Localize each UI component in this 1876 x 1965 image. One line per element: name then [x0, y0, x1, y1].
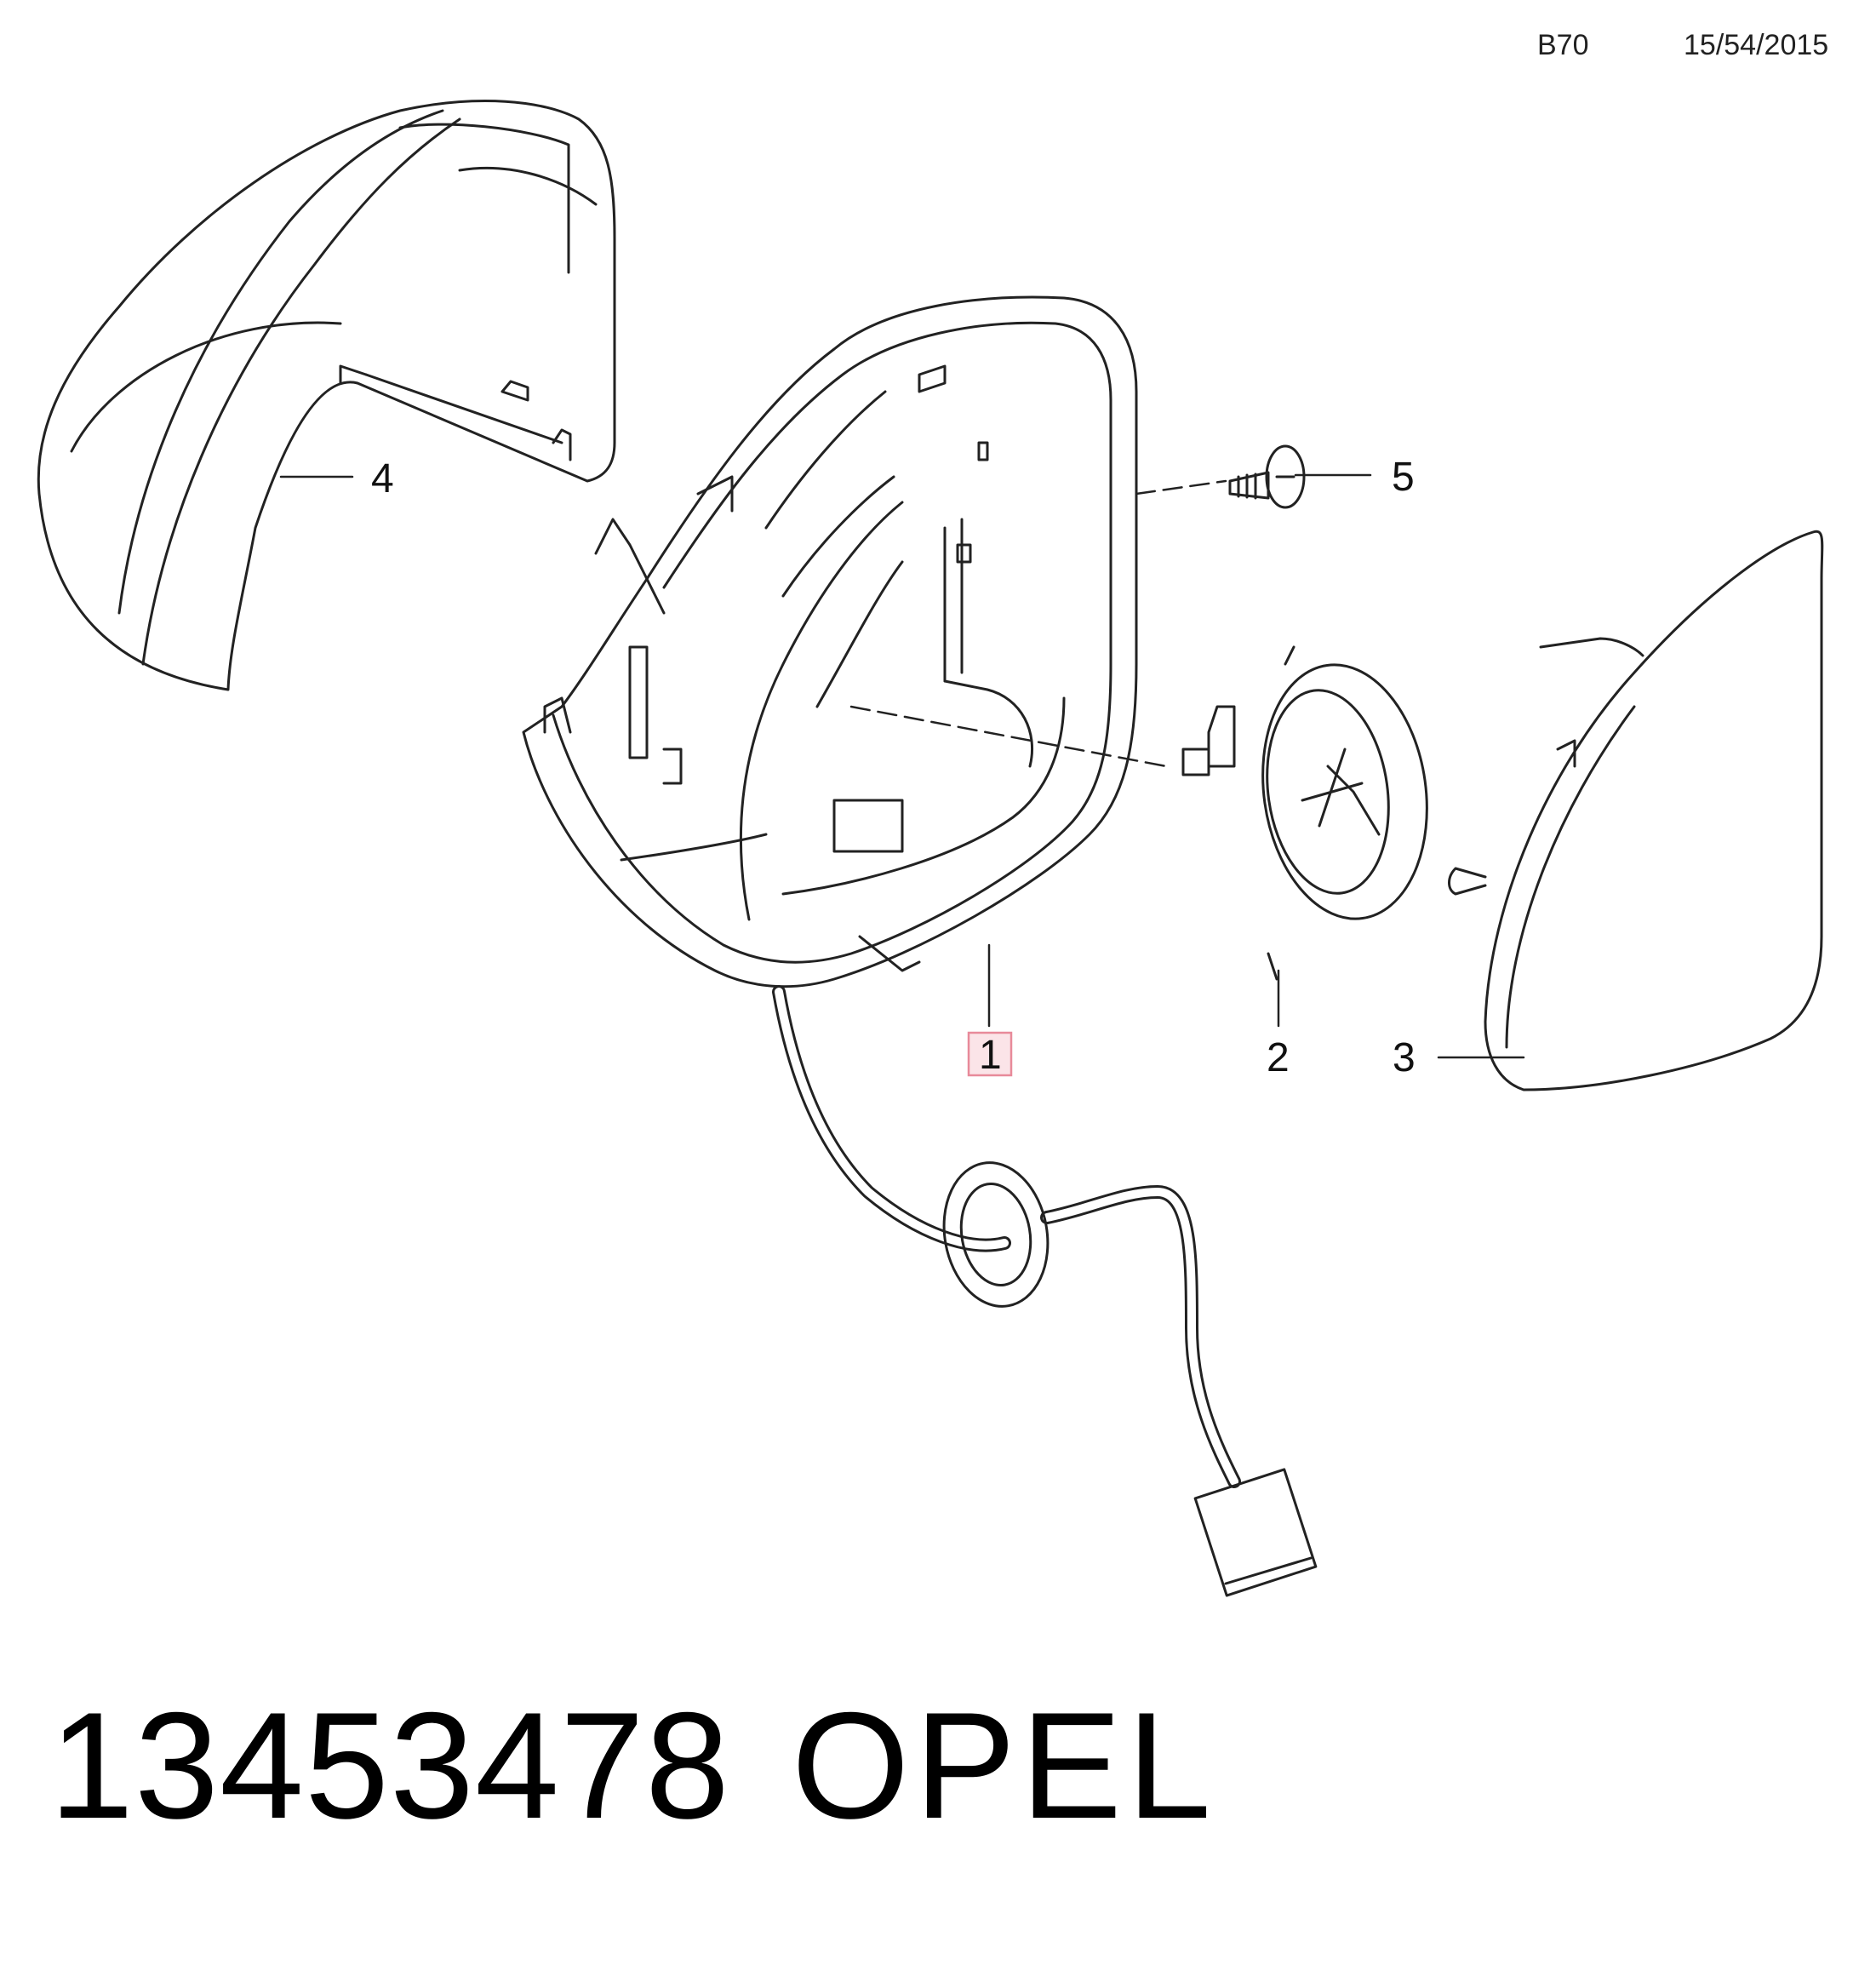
callout-4: 4: [371, 456, 394, 501]
mirror-cover-cap: [37, 100, 616, 691]
mirror-actuator: [1181, 645, 1428, 981]
callout-1-highlight: [967, 1031, 1013, 1077]
brand-name: OPEL: [792, 1681, 1216, 1850]
callout-5: 5: [1392, 455, 1415, 500]
mirror-glass: [1448, 530, 1824, 1091]
diagram-code: B70: [1537, 29, 1589, 61]
diagram-date: 15/54/2015: [1684, 29, 1829, 61]
wiring-harness: [772, 985, 1318, 1597]
callout-1: 1: [979, 1033, 1002, 1078]
callout-2: 2: [1267, 1035, 1290, 1080]
mirror-housing: [522, 295, 1138, 988]
assembly-line-screw: [1135, 479, 1227, 496]
callout-3: 3: [1393, 1035, 1416, 1080]
screw: [1228, 444, 1306, 509]
assembly-line-actuator: [849, 705, 1168, 768]
leader-lines: [279, 473, 1525, 1059]
part-number: 13453478: [49, 1681, 730, 1850]
